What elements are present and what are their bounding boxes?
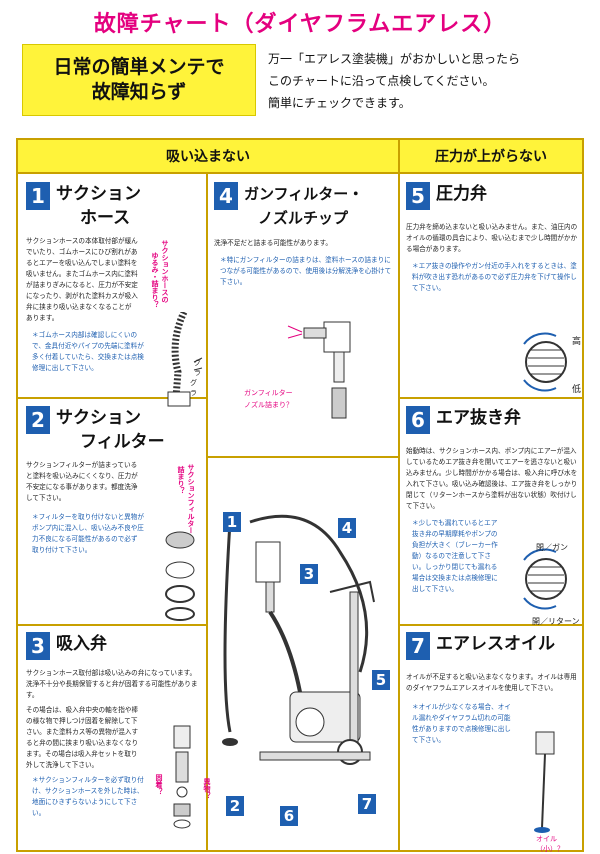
section-note: ＊フィルターを取り付けないと異物がポンプ内に混入し、吸い込み不良や圧力不良になる… [32,513,144,554]
section-note: ＊ゴムホース内部は確認しにくいので、金具付近やパイプの先端に塗料が多く付着してい… [32,331,144,372]
pressure-knob-illustration [523,332,567,392]
machine-callout-1: 1 [223,512,241,532]
section-body: 圧力弁を締め込まないと吸い込みません。また、油圧内のオイルの循環の具合により、吸… [406,223,578,253]
intro-text: 万一「エアレス塗装機」がおかしいと思ったら このチャートに沿って点検してください… [268,48,598,114]
section-number-badge: 6 [406,406,430,434]
divider [206,174,208,850]
close-label: 閉／ガン [536,543,568,552]
airless-machine-illustration [222,514,375,765]
oil-dipstick-illustration [534,731,555,833]
divider [18,397,208,399]
section-number-badge: 2 [26,406,50,434]
section-airless-oil: 7 エアレスオイル オイルが不足すると吸い込まなくなります。オイルは専用のダイヤ… [406,632,580,853]
divider [208,456,398,458]
machine-callout-5: 5 [372,670,390,690]
header-no-pressure: 圧力が上がらない [400,140,582,174]
section-body: サクションホースの本体取付部が緩んでいたり、ゴムホースにひび割れがあるとエアーを… [26,237,138,322]
section-note: ＊少しでも漏れているとエア抜き弁の早期摩耗やポンプの負担が大きく（ブレーカー作動… [412,519,498,593]
section-title: ホース [80,208,131,228]
fault-chart: 吸い込まない 圧力が上がらない 1 サクション ホース サクションホースの本体取… [16,138,584,853]
divider [18,624,208,626]
high-label: 高 [572,337,582,347]
header-no-suction: 吸い込まない [18,140,398,174]
section-number-badge: 1 [26,182,50,210]
section-title: 吸入弁 [56,634,107,654]
warning-label: ゆるみ・詰まり？ [151,252,159,308]
section-gun-filter: 4 ガンフィルター・ ノズルチップ 洗浄不足だと詰まる可能性があります。 ＊特に… [214,182,394,419]
section-suction-filter: 2 サクション フィルター サクションフィルターが詰まっていると塗料を吸い込みに… [26,406,202,621]
page-title: 故障チャート（ダイヤフラムエアレス） [93,12,507,37]
warning-label: 詰まり？ [177,466,185,494]
section-number-badge: 4 [214,182,238,210]
valve-illustration [173,725,191,829]
section-note: ＊オイルが少なくなる場合、オイル漏れやダイヤフラム切れの可能性がありますので点検… [412,703,511,744]
warning-label: ガンフィルター [244,389,293,397]
section-title: エアレスオイル [436,634,555,654]
intro-line-3: 簡単にチェックできます。 [268,96,411,110]
spray-gun-illustration [287,321,351,419]
machine-callout-2: 2 [226,796,244,816]
low-label: 低 [572,385,582,395]
section-body: オイルが不足すると吸い込まなくなります。オイルは専用のダイヤフラムエアレスオイル… [406,673,577,692]
machine-callout-6: 6 [280,806,298,826]
machine-callout-3: 3 [300,564,318,584]
divider [400,624,582,626]
section-title: エア抜き弁 [436,408,521,428]
section-number-badge: 7 [406,632,430,660]
section-note: ＊サクションフィルターを必ず取り付け、サクションホースを外した時は、地面にひきず… [32,776,144,817]
machine-callout-7: 7 [358,794,376,814]
section-suction-hose: 1 サクション ホース サクションホースの本体取付部が緩んでいたり、ゴムホースに… [26,182,203,407]
warning-label: サクションホースの [161,240,169,303]
suction-hose-illustration [167,312,203,407]
warning-label: 異物？ [203,778,211,799]
section-body: サクションフィルターが詰まっていると塗料を吸い込みにくくなり、圧力が不安定になる… [26,461,138,502]
section-suction-valve: 3 吸入弁 サクションホース取付部は吸い込みの弁になっています。洗浄不十分や長期… [26,632,211,829]
oil-level-label: オイル（小）？ [536,835,564,853]
section-number-badge: 3 [26,632,50,660]
section-title: フィルター [80,432,165,452]
section-note: ＊エア抜きの操作やガン付近の手入れをするときは、塗料が吹き出す恐れがあるので必ず… [412,262,577,292]
open-label: 開／リターン [532,617,580,626]
section-title: サクション [56,408,141,428]
section-body: 洗浄不足だと詰まる可能性があります。 [214,239,333,247]
section-body: 始動時は、サクションホース内、ポンプ内にエアーが混入しているためエア抜き弁を開い… [406,447,578,510]
section-title: ガンフィルター・ [244,185,364,203]
section-air-release-valve: 6 エア抜き弁 始動時は、サクションホース内、ポンプ内にエアーが混入しているため… [406,406,580,626]
divider [398,140,400,850]
warning-label: サクションフィルター [187,464,195,534]
divider [400,397,582,399]
wobble-label: グラ [194,359,201,377]
intro-line-2: このチャートに沿って点検してください。 [268,74,495,88]
air-release-knob-illustration [523,548,567,610]
section-title: ノズルチップ [258,209,349,227]
section-number-badge: 5 [406,182,430,210]
section-body: サクションホース取付部は吸い込みの弁になっています。洗浄不十分や長期保管すると弁… [26,669,198,699]
section-pressure-valve: 5 圧力弁 圧力弁を締め込まないと吸い込みません。また、油圧内のオイルの循環の具… [406,182,581,395]
warning-label: ノズル詰まり？ [244,401,293,409]
section-body: その場合は、吸入弁中央の軸を指や棒の様な物で押しつけ固着を解除して下さい。また塗… [26,706,139,769]
section-title: 圧力弁 [436,184,487,204]
section-note: ＊特にガンフィルターの詰まりは、塗料ホースの詰まりにつながる可能性があるので、使… [220,256,392,286]
machine-callout-4: 4 [338,518,356,538]
banner-line-2: 故障知らず [91,81,187,103]
banner: 日常の簡単メンテで 故障知らず [22,44,256,116]
warning-label: 固着？ [155,774,163,795]
section-title: サクション [56,184,141,204]
intro-line-1: 万一「エアレス塗装機」がおかしいと思ったら [268,52,521,66]
suction-filter-illustration [165,531,195,621]
wobble-label: グラ [190,379,197,397]
banner-line-1: 日常の簡単メンテで [53,56,225,78]
